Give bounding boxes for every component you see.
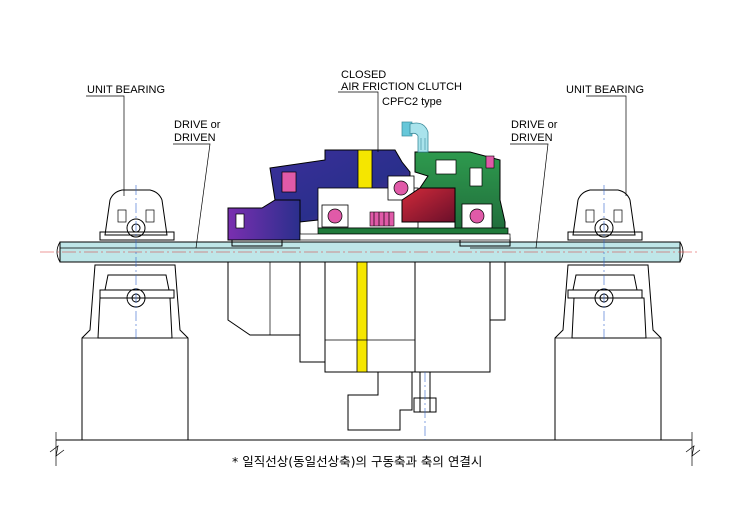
clutch-upper-assembly [227,121,511,241]
leader-lines [86,91,627,249]
label-drive-right-1: DRIVE or [511,119,558,131]
left-pedestal [81,264,189,441]
caption: * 일직선상(동일선상축)의 구동축과 축의 연결시 [232,454,482,469]
right-unit-bearing [567,189,643,308]
label-drive-right-2: DRIVEN [511,132,553,144]
bearing-left [321,204,349,228]
clutch-lower-body [227,261,506,440]
right-pedestal [554,264,662,441]
bearing-right [461,203,493,229]
label-clutch-line2: AIR FRICTION CLUTCH [341,81,462,93]
label-unit-bearing-left: UNIT BEARING [87,84,165,96]
label-drive-left-2: DRIVEN [174,132,216,144]
air-fitting [401,121,429,153]
left-unit-bearing [99,189,175,308]
label-clutch-line1: CLOSED [341,69,386,81]
shaft [40,237,700,263]
label-drive-left-1: DRIVE or [174,119,221,131]
label-clutch-type: CPFC2 type [382,96,442,108]
label-unit-bearing-right: UNIT BEARING [566,84,644,96]
